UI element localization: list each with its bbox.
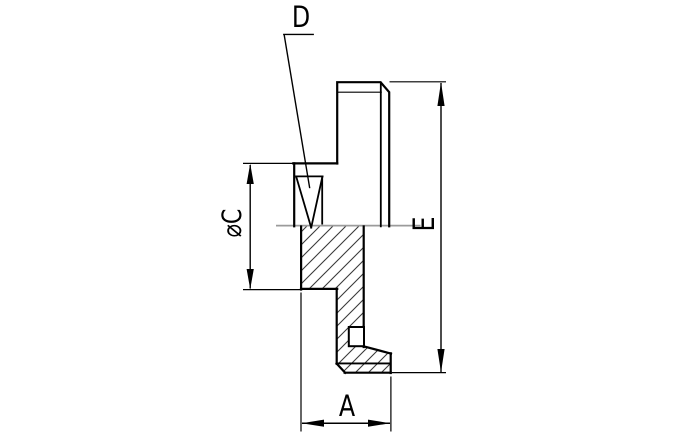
section-hatch-area xyxy=(301,226,391,373)
dimension-a xyxy=(300,292,392,432)
section-groove-notch xyxy=(347,326,365,348)
label-a: A xyxy=(338,389,356,423)
part-outline xyxy=(292,81,391,228)
label-e: E xyxy=(407,216,441,232)
dimension-phi-c xyxy=(243,162,301,291)
label-d: D xyxy=(291,0,311,34)
label-diameter-c: ⌀C xyxy=(217,208,248,238)
dimension-e xyxy=(389,81,446,374)
leader-line-d xyxy=(283,33,314,189)
weld-groove xyxy=(295,175,324,229)
